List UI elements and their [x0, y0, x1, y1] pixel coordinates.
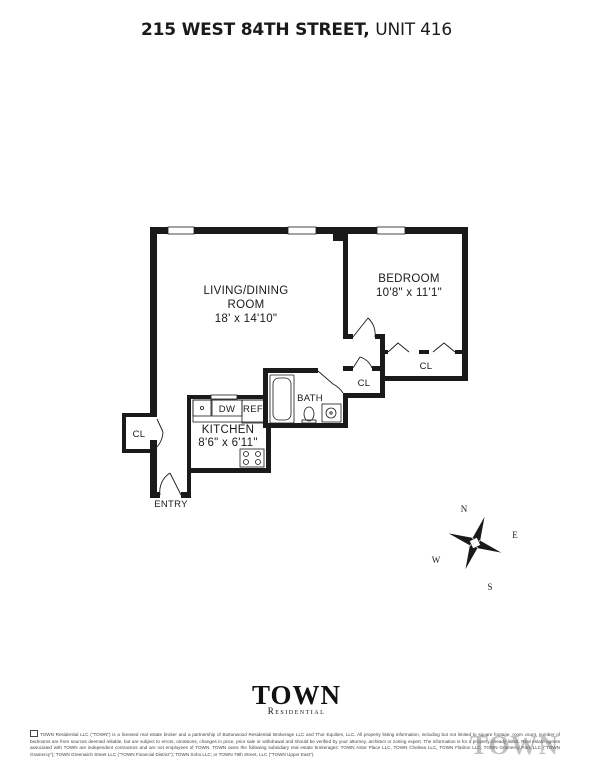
wall-mid-closet-top [343, 366, 353, 371]
bath-sink-bowl [325, 407, 337, 419]
address-text: 215 WEST 84TH STREET, [140, 20, 370, 40]
wall-bedroom-corner [333, 233, 348, 241]
bath-sink [321, 403, 342, 423]
door-bedroom-closet-l [387, 342, 410, 353]
wall-bath-left [263, 368, 268, 428]
wall-kitchen-left [187, 395, 191, 498]
room-labels: LIVING/DINING ROOM 18' x 14'10" BEDROOM … [133, 273, 442, 510]
walls [122, 227, 468, 498]
window-bedroom [376, 226, 406, 235]
stove [239, 448, 265, 468]
kitchen-name: KITCHEN [202, 424, 255, 436]
doors [156, 317, 456, 496]
wall-left-lower [150, 440, 157, 498]
burner-icon-4 [255, 459, 261, 465]
bathtub-inner [272, 377, 292, 421]
window-living-1 [167, 226, 195, 235]
door-entry [159, 472, 182, 496]
wall-kitchen-bottom [187, 468, 271, 473]
burner-icon-3 [243, 459, 249, 465]
kitchen-dimensions: 8'6" x 6'11" [198, 437, 257, 449]
window-kitchen [210, 394, 238, 400]
brand-sub-logo: Residential [267, 706, 326, 716]
equal-housing-icon [30, 730, 38, 737]
wall-bedroom-stub [343, 334, 353, 339]
windows [167, 226, 406, 400]
compass-n-label: N [461, 504, 468, 514]
wall-closet-entry-left [122, 413, 126, 453]
wall-bottom-entry-right [181, 492, 191, 498]
footer-disclaimer: TOWN Residential LLC ("TOWN") is a licen… [30, 730, 560, 758]
wall-mid-closet-bottom [343, 393, 385, 398]
compass-icon [448, 516, 502, 570]
door-closet-entry [156, 418, 164, 448]
bedroom-name: BEDROOM [378, 273, 440, 285]
bedroom-dimensions: 10'8" x 11'1" [376, 287, 442, 299]
dishwasher-label: DW [219, 404, 235, 415]
door-bath [317, 370, 344, 394]
wall-bath-step [266, 423, 347, 428]
wall-bedroom-bottom [380, 376, 468, 381]
refrigerator-label: REF [243, 404, 263, 415]
bath-label: BATH [297, 393, 323, 404]
closet-mid-label: CL [358, 378, 371, 389]
brand-watermark: TOWN [470, 730, 560, 760]
wall-bath-right [343, 393, 348, 428]
kitchen-sink [192, 399, 212, 417]
compass-south-point [465, 545, 478, 570]
compass-north-point [472, 516, 485, 541]
compass-center [468, 536, 482, 550]
wall-bedroom-left [343, 233, 348, 339]
wall-bedroom-closet-front-l [380, 350, 388, 354]
closet-entry-label: CL [133, 429, 146, 440]
burner-icon-2 [255, 451, 261, 457]
wall-bedroom-stub-r [375, 334, 385, 339]
wall-bottom-left [150, 492, 160, 498]
bathtub [269, 374, 295, 424]
burner-icon-1 [243, 451, 249, 457]
compass-east-point [477, 540, 502, 553]
window-living-2 [287, 226, 317, 235]
counter [192, 399, 265, 423]
wall-left [150, 227, 157, 413]
bath-sink-drain [329, 411, 333, 415]
wall-mid-closet-top-r [372, 366, 385, 371]
living-name-line1: LIVING/DINING [203, 285, 288, 297]
compass-west-point [448, 533, 473, 546]
unit-text: UNIT 416 [375, 20, 453, 40]
compass-w-label: W [432, 555, 441, 565]
disclaimer-text: TOWN Residential LLC ("TOWN") is a licen… [30, 732, 560, 757]
toilet-bowl [303, 406, 315, 422]
living-name-line2: ROOM [228, 299, 265, 311]
entry-label: ENTRY [154, 499, 188, 510]
fixtures [192, 374, 342, 468]
compass-s-label: S [487, 582, 492, 592]
wall-bedroom-closet-front-r [455, 350, 468, 354]
wall-bedroom-right [462, 227, 468, 381]
wall-kitchen-right [266, 425, 271, 473]
wall-bedroom-closet-mid [419, 350, 429, 354]
closet-bedroom-label: CL [420, 361, 433, 372]
sink-drain-icon [199, 405, 204, 410]
wall-closet-entry-bottom [122, 449, 157, 453]
page-title: 215 WEST 84TH STREET, UNIT 416 [0, 20, 593, 40]
living-dimensions: 18' x 14'10" [215, 313, 278, 325]
compass-e-label: E [512, 530, 518, 540]
door-mid-closet [352, 356, 373, 369]
toilet-tank [301, 419, 317, 424]
door-bedroom-closet-r [432, 342, 456, 353]
door-bedroom [352, 317, 376, 338]
wall-bath-top [263, 368, 318, 373]
wall-closet-entry-top [122, 413, 157, 417]
brand-logo: TOWN [251, 680, 342, 710]
